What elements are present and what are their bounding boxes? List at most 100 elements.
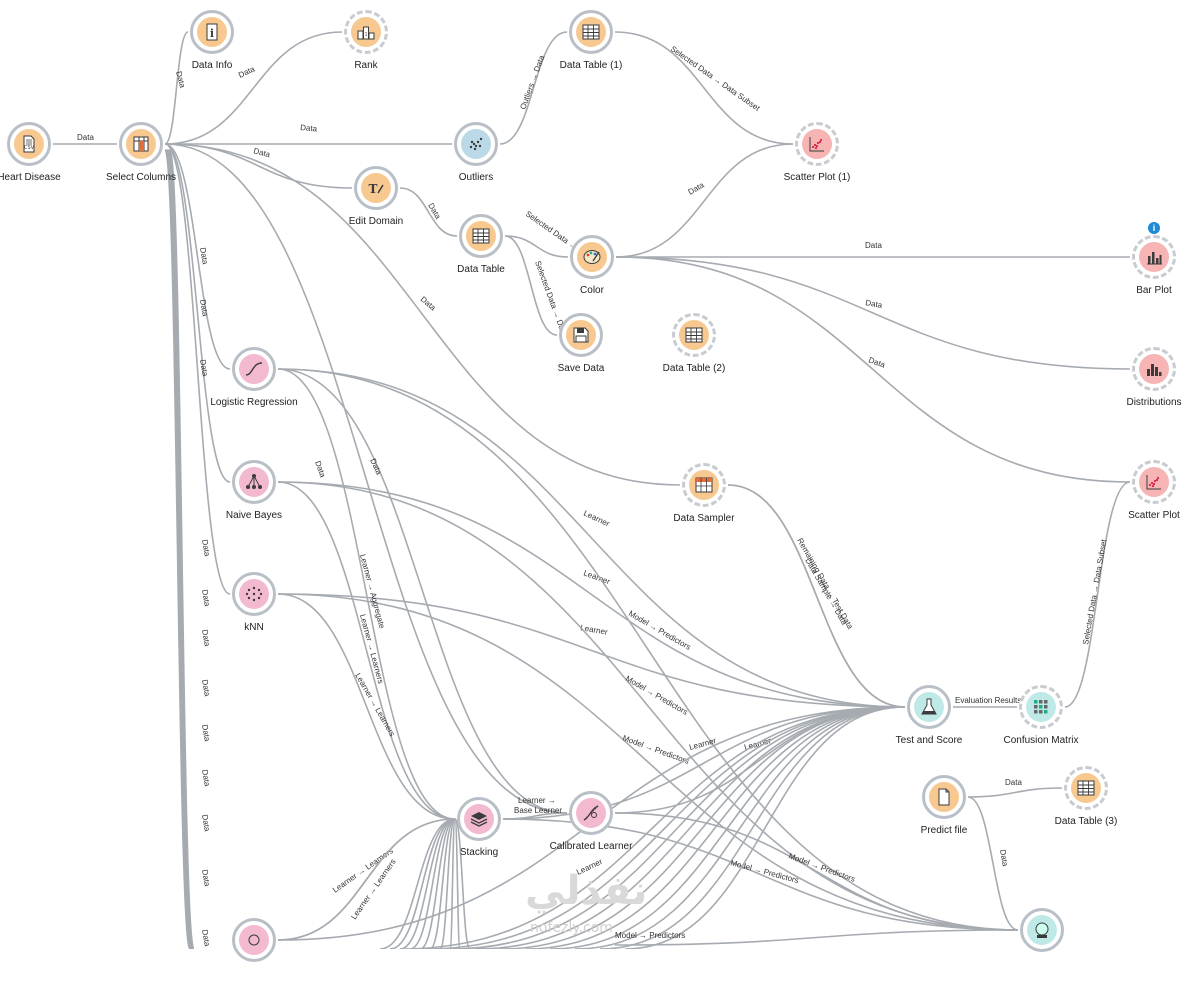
link-line[interactable] <box>277 368 568 814</box>
node-ring[interactable] <box>457 797 501 841</box>
link-line[interactable] <box>614 929 1019 946</box>
node-select-columns[interactable]: Select Columns <box>81 122 201 202</box>
link-line[interactable] <box>277 593 456 820</box>
node-ring[interactable] <box>119 122 163 166</box>
link-line[interactable] <box>164 143 568 814</box>
link-line[interactable] <box>449 818 456 949</box>
link-line[interactable] <box>474 706 906 949</box>
node-naive-bayes[interactable]: Naive Bayes <box>194 460 314 540</box>
link-line[interactable] <box>277 481 906 708</box>
node-scatter-plot[interactable]: Scatter Plot <box>1094 460 1202 540</box>
link-line[interactable] <box>574 706 906 949</box>
link-line[interactable] <box>615 256 1131 483</box>
node-ring[interactable]: 1 <box>344 10 388 54</box>
link-line[interactable] <box>164 143 231 483</box>
link-line[interactable] <box>424 706 906 949</box>
link-line[interactable] <box>164 143 231 370</box>
node-scatter-plot-1[interactable]: Scatter Plot (1) <box>757 122 877 202</box>
node-ring[interactable] <box>569 10 613 54</box>
link-line[interactable] <box>164 31 189 145</box>
node-ring[interactable]: CSV <box>7 122 51 166</box>
link-line[interactable] <box>389 818 456 949</box>
node-data-table-1[interactable]: Data Table (1) <box>531 10 651 90</box>
link-line[interactable] <box>614 812 1019 931</box>
link-line[interactable] <box>379 818 456 949</box>
node-ring[interactable] <box>922 775 966 819</box>
link-line[interactable] <box>277 481 456 820</box>
node-ring[interactable] <box>1019 685 1063 729</box>
node-bottom-model[interactable] <box>194 918 314 998</box>
node-ring[interactable] <box>1064 766 1108 810</box>
link-line[interactable] <box>429 818 456 949</box>
link-line[interactable] <box>599 706 906 949</box>
link-line[interactable] <box>277 818 456 941</box>
node-ring[interactable] <box>682 463 726 507</box>
node-ring[interactable] <box>559 313 603 357</box>
link-line[interactable] <box>524 706 906 949</box>
node-ring[interactable] <box>570 235 614 279</box>
link-line[interactable] <box>439 818 456 949</box>
link-line[interactable] <box>277 368 456 820</box>
link-line[interactable] <box>164 143 231 595</box>
node-ring[interactable] <box>1132 460 1176 504</box>
node-ring[interactable] <box>1132 235 1176 279</box>
info-badge-icon[interactable]: i <box>1148 222 1160 234</box>
node-ring[interactable] <box>232 460 276 504</box>
link-line[interactable] <box>277 368 1019 931</box>
link-line[interactable] <box>499 706 906 949</box>
link-line[interactable] <box>449 706 906 949</box>
node-test-and-score[interactable]: Test and Score <box>869 685 989 765</box>
link-line[interactable] <box>164 143 681 486</box>
node-ring[interactable] <box>232 572 276 616</box>
node-ring[interactable] <box>459 214 503 258</box>
link-line[interactable] <box>454 818 461 949</box>
node-ring[interactable] <box>232 347 276 391</box>
link-line[interactable] <box>499 31 568 145</box>
link-line[interactable] <box>277 368 906 708</box>
node-ring[interactable] <box>454 122 498 166</box>
node-knn[interactable]: kNN <box>194 572 314 652</box>
link-line[interactable] <box>1064 481 1131 708</box>
node-logistic-regression[interactable]: Logistic Regression <box>194 347 314 427</box>
link-line[interactable] <box>399 187 458 237</box>
link-line[interactable] <box>967 796 1019 931</box>
link-line[interactable] <box>615 256 1131 370</box>
link-line[interactable] <box>277 593 1019 931</box>
node-color[interactable]: Color <box>532 235 652 315</box>
link-line[interactable] <box>614 706 906 814</box>
link-line[interactable] <box>615 143 794 258</box>
link-line[interactable] <box>277 593 906 708</box>
node-data-table[interactable]: Data Table <box>421 214 541 294</box>
node-ring[interactable] <box>795 122 839 166</box>
node-outliers[interactable]: Outliers <box>416 122 536 202</box>
link-line[interactable] <box>549 706 906 949</box>
node-data-table-3[interactable]: Data Table (3) <box>1026 766 1146 846</box>
node-predictions[interactable] <box>982 908 1102 988</box>
node-ring[interactable]: T <box>354 166 398 210</box>
node-calibrated-learner[interactable]: Calibrated Learner <box>531 791 651 871</box>
node-ring[interactable] <box>569 791 613 835</box>
link-line[interactable] <box>967 787 1063 798</box>
node-distributions[interactable]: Distributions <box>1094 347 1202 427</box>
node-bar-plot[interactable]: Bar Plot <box>1094 235 1202 315</box>
node-data-table-2[interactable]: Data Table (2) <box>634 313 754 393</box>
link-line[interactable] <box>614 31 794 145</box>
node-confusion-matrix[interactable]: Confusion Matrix <box>981 685 1101 765</box>
node-ring[interactable] <box>907 685 951 729</box>
node-ring[interactable] <box>672 313 716 357</box>
link-line[interactable] <box>727 484 906 708</box>
link-line[interactable] <box>409 818 456 949</box>
node-stacking[interactable]: Stacking <box>419 797 539 877</box>
node-ring[interactable] <box>232 918 276 962</box>
link-line[interactable] <box>399 818 456 949</box>
link-line[interactable] <box>169 149 195 949</box>
link-line[interactable] <box>164 31 343 145</box>
node-ring[interactable] <box>1020 908 1064 952</box>
link-line[interactable] <box>624 706 906 949</box>
link-line[interactable] <box>504 235 569 258</box>
